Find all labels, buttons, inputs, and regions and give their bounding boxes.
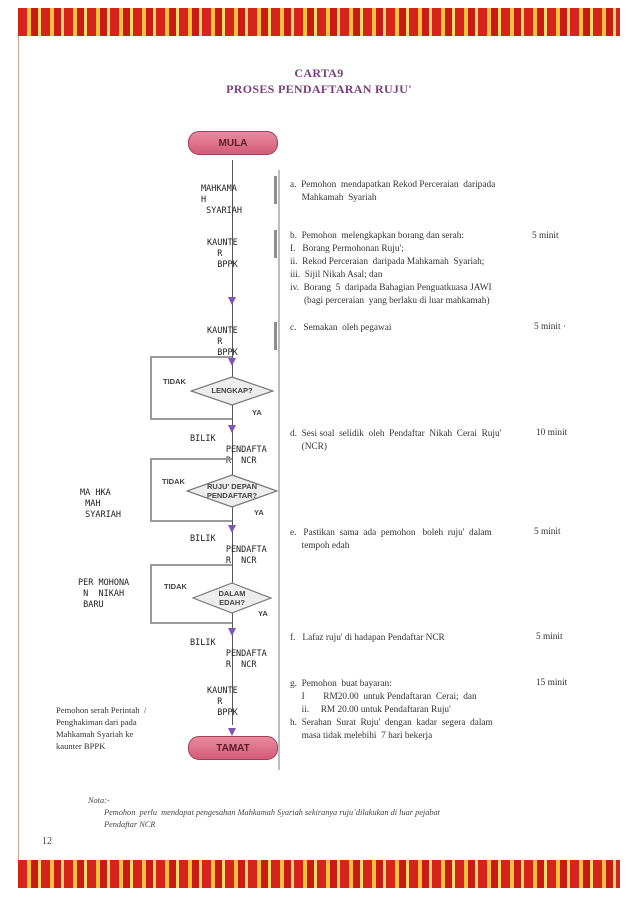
step-f-duration: 5 minit xyxy=(536,632,563,642)
lane-label-kaunter-bppk-1: KAUNTE R BPPK xyxy=(207,238,238,270)
flow-spine-line xyxy=(232,160,233,725)
step-c-duration: 5 minit · xyxy=(534,322,567,332)
end-terminal: TAMAT xyxy=(188,736,278,760)
lane-label-bilik-pendaftar-2: BILIK PENDAFTA R NCR xyxy=(190,534,267,566)
flow-arrow xyxy=(228,525,236,533)
step-g-h-text: g. Pemohon buat bayaran: I RM20.00 untuk… xyxy=(290,679,493,741)
flow-arrow xyxy=(228,297,236,305)
left-margin-line xyxy=(18,36,19,860)
decision-2-loop-back xyxy=(150,458,232,522)
step-e-text: e. Pastikan sama ada pemohon boleh ruju'… xyxy=(290,528,492,551)
step-c-text: c. Semakan oleh pegawai xyxy=(290,323,392,333)
flow-arrow xyxy=(228,628,236,636)
step-f-text: f. Lafaz ruju' di hadapan Pendaftar NCR xyxy=(290,633,445,643)
decision-3-loop-back xyxy=(150,564,232,624)
flow-arrow xyxy=(228,425,236,433)
decision-3-no-label: TIDAK xyxy=(164,582,187,591)
page-title: PROSES PENDAFTARAN RUJU' xyxy=(226,82,412,96)
decision-label-ruju-depan-pendaftar: RUJU' DEPAN PENDAFTAR? xyxy=(206,482,258,500)
lane-label-bilik-pendaftar-3: BILIK PENDAFTA R NCR xyxy=(190,638,267,670)
lane-label-kaunter-bppk-3: KAUNTE R BPPK xyxy=(207,686,238,718)
start-terminal: MULA xyxy=(188,131,278,155)
flow-arrow xyxy=(228,358,236,366)
lane-label-mahkamah-syariah: MAHKAMA H SYARIAH xyxy=(201,184,242,216)
step-g-duration: 15 minit xyxy=(536,678,568,688)
decision-1-yes-label: YA xyxy=(252,408,262,417)
decision-3-yes-label: YA xyxy=(258,609,268,618)
decision-2-yes-label: YA xyxy=(254,508,264,517)
decision-diamond-lengkap xyxy=(190,376,274,406)
step-d-duration: 10 minit xyxy=(536,428,568,438)
step-b-text: b. Pemohon melengkapkan borang dan serah… xyxy=(290,231,492,306)
chart-number: CARTA9 xyxy=(294,66,344,80)
decision-label-lengkap: LENGKAP? xyxy=(211,386,253,395)
decision-2-no-label: TIDAK xyxy=(162,477,185,486)
footer-note-text: Pemohon perlu mendapat pengesahan Mahkam… xyxy=(104,808,440,829)
separator-marker xyxy=(274,230,277,258)
decision-1-loop-back xyxy=(150,356,232,420)
lane-label-mahkamah-syariah-2: MA HKA MAH SYARIAH xyxy=(80,488,121,520)
flow-arrow xyxy=(228,728,236,736)
separator-marker xyxy=(274,322,277,350)
side-note-pemohon-serah: Pemohon serah Perintah / Penghakiman dar… xyxy=(56,705,147,751)
separator-marker xyxy=(274,176,277,204)
column-separator xyxy=(278,170,280,770)
lane-label-pemohon-baru: PER MOHONA N NIKAH BARU xyxy=(78,578,130,610)
lane-label-bilik-pendaftar-1: BILIK PENDAFTA R NCR xyxy=(190,434,267,466)
step-b-duration: 5 minit xyxy=(532,231,559,241)
bottom-decorative-band xyxy=(18,860,620,888)
lane-label-kaunter-bppk-2: KAUNTE R BPPK xyxy=(207,326,238,358)
decision-diamond-ruju-depan-pendaftar xyxy=(186,474,278,508)
step-e-duration: 5 minit xyxy=(534,527,561,537)
step-a-text: a. Pemohon mendapatkan Rekod Perceraian … xyxy=(290,180,496,203)
footer-note-label: Nota:- xyxy=(88,796,110,805)
page-number: 12 xyxy=(42,836,52,847)
decision-1-no-label: TIDAK xyxy=(163,377,186,386)
decision-label-dalam-edah: DALAM EDAH? xyxy=(218,589,246,607)
step-d-text: d. Sesi soal selidik oleh Pendaftar Nika… xyxy=(290,429,502,452)
top-decorative-band xyxy=(18,8,620,36)
decision-diamond-dalam-edah xyxy=(192,582,272,614)
